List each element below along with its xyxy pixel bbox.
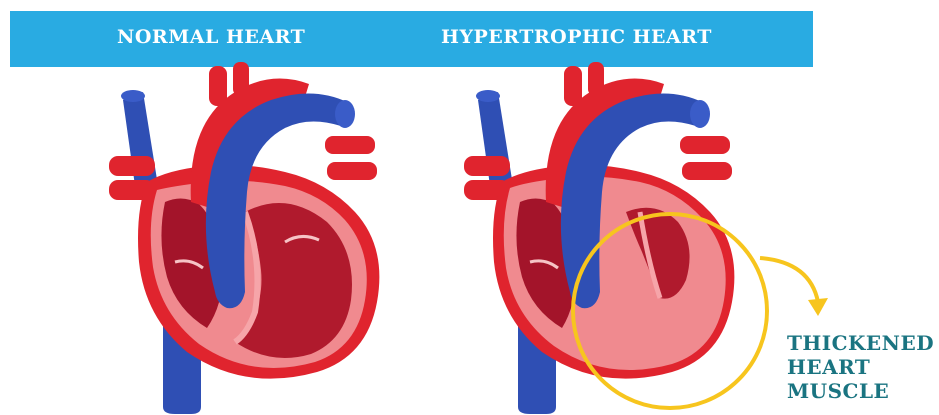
- callout-line-1: THICKENED: [787, 331, 934, 355]
- callout-line-3: MUSCLE: [787, 379, 934, 403]
- hypertrophic-heart-title: HYPERTROPHIC HEART: [441, 28, 712, 47]
- hypertrophic-heart-illustration: [450, 62, 770, 415]
- callout-line-2: HEART: [787, 355, 934, 379]
- callout-arrow-head: [808, 298, 828, 316]
- normal-heart-title: NORMAL HEART: [117, 28, 305, 47]
- callout-label: THICKENED HEART MUSCLE: [787, 331, 934, 403]
- normal-heart-illustration: [95, 62, 415, 415]
